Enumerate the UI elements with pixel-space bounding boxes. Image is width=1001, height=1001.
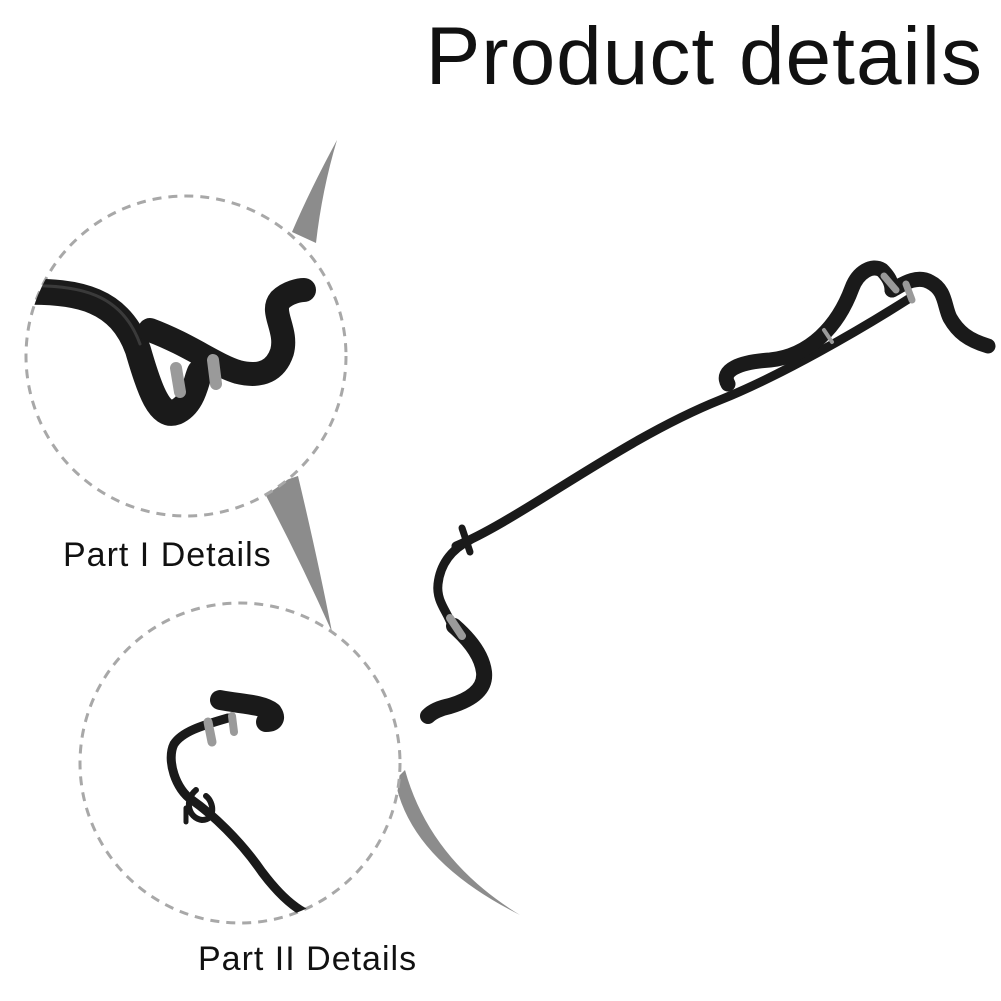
detail-caption-1: Part I Details (63, 536, 272, 574)
detail-1-hose (26, 278, 316, 426)
callout-pointer-middle (262, 476, 332, 632)
callout-pointer-bottom (395, 770, 520, 915)
page-title: Product details (425, 11, 983, 102)
callout-pointer-top (292, 140, 337, 243)
detail-2-hose (166, 690, 317, 921)
detail-circle-2 (78, 601, 402, 925)
detail-caption-2: Part II Details (198, 940, 418, 978)
hose-icon (420, 260, 996, 724)
